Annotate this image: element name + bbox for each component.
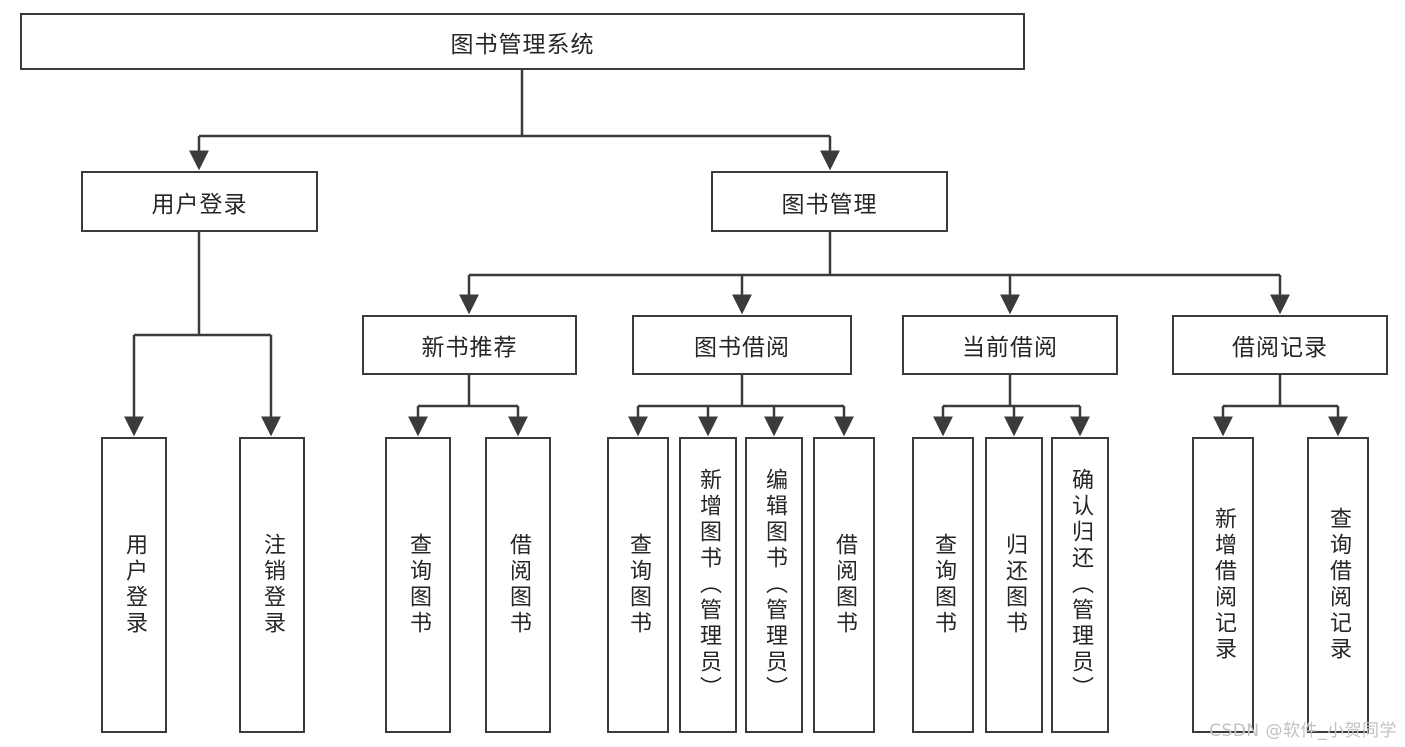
node-leaf-query-borrow-record[interactable]: 查询借阅记录 (1307, 437, 1369, 733)
node-book-manage[interactable]: 图书管理 (711, 171, 948, 232)
node-leaf-edit-book-label: 编辑图书（管理员） (762, 468, 787, 702)
node-leaf-query-book-3-label: 查询图书 (931, 533, 956, 637)
node-leaf-return-book[interactable]: 归还图书 (985, 437, 1043, 733)
node-leaf-confirm-return[interactable]: 确认归还（管理员） (1051, 437, 1109, 733)
node-leaf-query-book-2[interactable]: 查询图书 (607, 437, 669, 733)
node-root-label: 图书管理系统 (450, 31, 595, 58)
node-leaf-query-book-2-label: 查询图书 (626, 533, 651, 637)
node-leaf-add-borrow-record[interactable]: 新增借阅记录 (1192, 437, 1254, 733)
node-leaf-user-logout-label: 注销登录 (260, 533, 285, 637)
node-leaf-edit-book[interactable]: 编辑图书（管理员） (745, 437, 803, 733)
csdn-watermark: CSDN @软件_小贺同学 (1209, 721, 1397, 741)
node-root[interactable]: 图书管理系统 (20, 13, 1025, 70)
node-borrow-record[interactable]: 借阅记录 (1172, 315, 1388, 375)
node-current-borrow-label: 当前借阅 (962, 335, 1058, 361)
node-book-borrow-label: 图书借阅 (694, 335, 790, 361)
node-leaf-user-logout[interactable]: 注销登录 (239, 437, 305, 733)
node-new-book-recommend[interactable]: 新书推荐 (362, 315, 577, 375)
node-leaf-add-book[interactable]: 新增图书（管理员） (679, 437, 737, 733)
node-book-manage-label: 图书管理 (781, 191, 878, 218)
node-leaf-add-book-label: 新增图书（管理员） (696, 468, 721, 702)
node-leaf-query-book-1[interactable]: 查询图书 (385, 437, 451, 733)
node-book-borrow[interactable]: 图书借阅 (632, 315, 852, 375)
node-leaf-user-login[interactable]: 用户登录 (101, 437, 167, 733)
node-leaf-borrow-book-1-label: 借阅图书 (506, 533, 531, 637)
node-user-login-label: 用户登录 (151, 191, 248, 218)
node-leaf-borrow-book-1[interactable]: 借阅图书 (485, 437, 551, 733)
node-leaf-confirm-return-label: 确认归还（管理员） (1068, 468, 1093, 702)
node-current-borrow[interactable]: 当前借阅 (902, 315, 1118, 375)
node-leaf-return-book-label: 归还图书 (1002, 533, 1027, 637)
node-borrow-record-label: 借阅记录 (1232, 335, 1328, 361)
node-user-login[interactable]: 用户登录 (81, 171, 318, 232)
node-leaf-query-book-3[interactable]: 查询图书 (912, 437, 974, 733)
node-leaf-borrow-book-2[interactable]: 借阅图书 (813, 437, 875, 733)
node-new-book-recommend-label: 新书推荐 (421, 335, 518, 361)
node-leaf-borrow-book-2-label: 借阅图书 (832, 533, 857, 637)
node-leaf-query-book-1-label: 查询图书 (406, 533, 431, 637)
node-leaf-add-borrow-record-label: 新增借阅记录 (1211, 507, 1236, 663)
node-leaf-query-borrow-record-label: 查询借阅记录 (1326, 507, 1351, 663)
node-leaf-user-login-label: 用户登录 (122, 533, 147, 637)
